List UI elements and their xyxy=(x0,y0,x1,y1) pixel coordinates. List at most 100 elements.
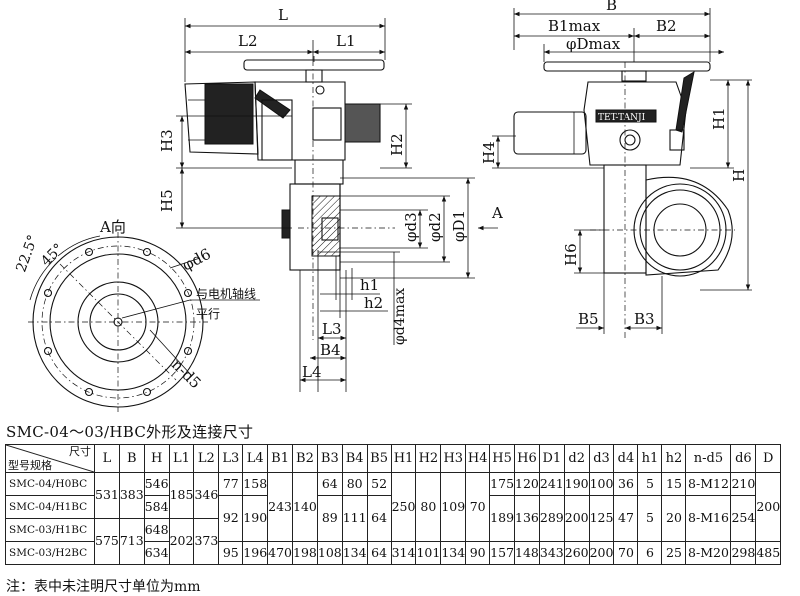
dim-L3: L3 xyxy=(322,320,342,338)
cell: 314 xyxy=(390,541,417,565)
cell: 36 xyxy=(613,472,639,496)
note-motor-axis: 与电机轴线 xyxy=(196,286,256,301)
cell: 189 xyxy=(489,495,516,542)
table-row: SMC-04/H1BC 584 92 190 89 111 64 189 136… xyxy=(5,495,781,542)
cell: 190 xyxy=(563,472,590,496)
cell: 140 xyxy=(292,472,318,542)
cell: 80 xyxy=(415,472,442,542)
dim-B1max: B1max xyxy=(548,17,601,35)
col-L1: L1 xyxy=(168,444,195,473)
cell: 175 xyxy=(489,472,516,496)
table-row: SMC-04/H0BC 531 383 546 185 346 77 158 2… xyxy=(5,472,782,542)
dim-D1: φD1 xyxy=(450,210,468,242)
cell: 485 xyxy=(755,541,782,565)
dim-Dmax: φDmax xyxy=(566,35,621,53)
col-H4: H4 xyxy=(465,444,491,473)
cell: 15 xyxy=(661,472,687,496)
cell: 92 xyxy=(218,495,244,542)
col-L: L xyxy=(94,444,120,473)
cell: 95 xyxy=(218,541,244,565)
dim-L: L xyxy=(278,6,288,24)
table-row: SMC-03/H2BC 634 95 196 470 198 108 134 6… xyxy=(5,541,782,565)
footnote: 注：表中未注明尺寸单位为mm xyxy=(6,579,201,595)
dim-d2: φd2 xyxy=(426,212,444,242)
cell: 185 xyxy=(168,472,195,519)
dim-H1: H1 xyxy=(710,107,728,130)
dim-d3: φd3 xyxy=(402,212,420,242)
cell: 531 xyxy=(94,472,120,519)
col-H5: H5 xyxy=(489,444,516,473)
cell: 200 xyxy=(755,472,782,542)
cell: 202 xyxy=(168,518,195,565)
cell: 134 xyxy=(341,541,368,565)
cell: 210 xyxy=(730,472,757,496)
dim-H2: H2 xyxy=(388,133,406,156)
cell: 52 xyxy=(366,472,392,496)
col-L4: L4 xyxy=(242,444,269,473)
col-B5: B5 xyxy=(366,444,392,473)
cell: 260 xyxy=(563,541,590,565)
cell: 298 xyxy=(730,541,757,565)
cell: 90 xyxy=(465,541,491,565)
cell: 134 xyxy=(440,541,467,565)
dim-L2: L2 xyxy=(238,32,258,50)
technical-drawing: A向 22.5° 45° φd6 与电机轴线 平 xyxy=(13,0,752,412)
col-n-d5: n-d5 xyxy=(685,444,732,473)
front-view: L L2 L1 H3 H xyxy=(158,6,503,392)
cell: 108 xyxy=(316,541,343,565)
dim-h1: h1 xyxy=(360,276,379,294)
cell: 254 xyxy=(730,495,757,542)
col-d4: d4 xyxy=(613,444,639,473)
flange-view: A向 22.5° 45° φd6 与电机轴线 平 xyxy=(13,218,260,412)
cell: 8-M16 xyxy=(685,495,732,542)
table-title: SMC-04～03/HBC外形及连接尺寸 xyxy=(6,423,254,441)
cell: 546 xyxy=(143,472,170,496)
cell: 64 xyxy=(366,495,392,542)
dim-B5: B5 xyxy=(578,310,599,328)
cell: 109 xyxy=(440,472,467,542)
angle-45: 45° xyxy=(38,241,67,270)
cell: 70 xyxy=(465,472,491,542)
dim-d6: φd6 xyxy=(179,245,214,275)
dim-d4max: φd4max xyxy=(392,288,408,345)
angle-22-5: 22.5° xyxy=(13,233,41,274)
spec-table: 尺寸 型号规格 L B H L1 L2 L3 L4 B1 B2 B3 B4 B5… xyxy=(5,444,782,565)
cell: 148 xyxy=(514,541,540,565)
cell: 8-M20 xyxy=(685,541,732,565)
table-header-row: 尺寸 型号规格 L B H L1 L2 L3 L4 B1 B2 B3 B4 B5… xyxy=(5,444,782,473)
cell: 250 xyxy=(390,472,417,542)
corner-label-model: 型号规格 xyxy=(8,459,52,472)
col-d3: d3 xyxy=(588,444,615,473)
cell: 8-M12 xyxy=(685,472,732,496)
cell: 575 xyxy=(94,518,120,565)
cell: 200 xyxy=(588,541,615,565)
view-label-a: A向 xyxy=(99,218,126,236)
cell: 136 xyxy=(514,495,540,542)
dim-L4: L4 xyxy=(302,363,322,381)
cell: 5 xyxy=(637,472,663,496)
cell: 198 xyxy=(292,541,318,565)
cell: 470 xyxy=(267,541,294,565)
corner-label-dimension: 尺寸 xyxy=(69,445,91,458)
cell: 241 xyxy=(538,472,565,496)
table-corner-cell: 尺寸 型号规格 xyxy=(5,444,95,473)
cell: 89 xyxy=(316,495,343,542)
col-d2: d2 xyxy=(563,444,590,473)
cell: 125 xyxy=(588,495,615,542)
col-H6: H6 xyxy=(514,444,540,473)
model-cell: SMC-03/H2BC xyxy=(5,541,95,565)
note-parallel: 平行 xyxy=(196,307,220,321)
dim-H4: H4 xyxy=(480,141,498,164)
cell: 111 xyxy=(341,495,368,542)
cell: 47 xyxy=(613,495,639,542)
cell: 157 xyxy=(489,541,516,565)
cell: 343 xyxy=(538,541,565,565)
col-H3: H3 xyxy=(440,444,467,473)
cell: 584 xyxy=(143,495,170,519)
cell: 634 xyxy=(143,541,170,565)
col-h2: h2 xyxy=(661,444,687,473)
brand-plate: TET-TANJI xyxy=(598,113,646,123)
col-d6: d6 xyxy=(730,444,757,473)
model-cell: SMC-03/H1BC xyxy=(5,518,95,542)
cell: 70 xyxy=(613,541,639,565)
